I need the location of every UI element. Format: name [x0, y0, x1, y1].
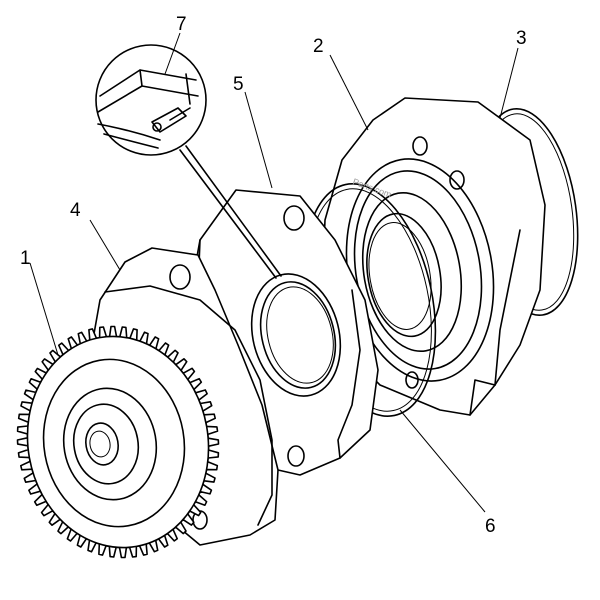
callout-4: 4: [70, 200, 81, 221]
leader-line-2: [329, 54, 369, 131]
callout-5: 5: [233, 74, 244, 95]
detail-inset: [95, 44, 207, 156]
inset-connector-line-b: [185, 145, 282, 277]
leader-line-3: [499, 47, 519, 119]
callout-6: 6: [485, 516, 496, 537]
leader-line-4: [89, 219, 121, 271]
inset-connector-line-a: [179, 149, 277, 279]
leader-line-1: [29, 262, 59, 356]
leader-line-5: [244, 91, 273, 189]
leader-line-6: [399, 409, 486, 513]
leader-lines: [29, 32, 519, 513]
callout-2: 2: [313, 36, 324, 57]
leader-line-7: [164, 32, 181, 75]
callout-3: 3: [516, 28, 527, 49]
callout-7: 7: [176, 14, 187, 35]
part-1-gear: [16, 325, 220, 559]
callout-1: 1: [20, 248, 31, 269]
